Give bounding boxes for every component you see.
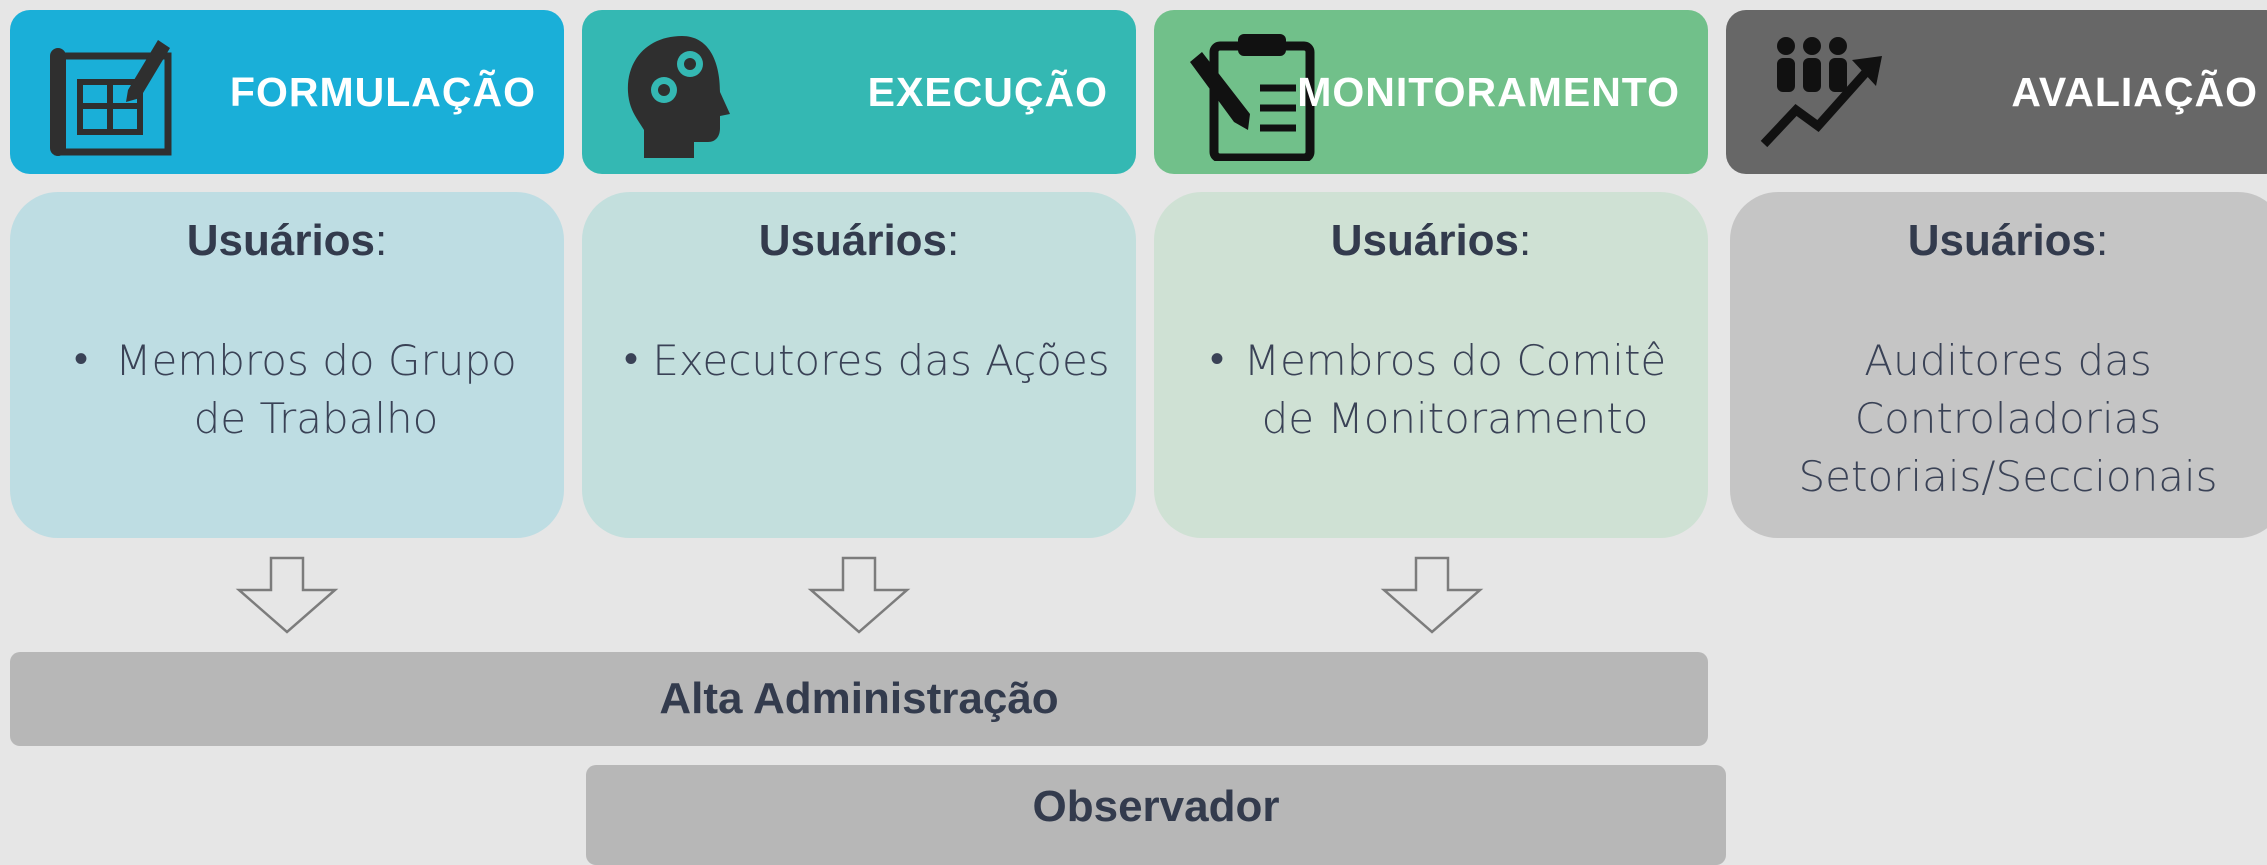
observador-label: Observador [1032,782,1280,831]
header-title: MONITORAMENTO [1297,69,1680,115]
header-monitoramento: MONITORAMENTO [1154,10,1708,174]
alta-administracao-bar: Alta Administração [10,652,1708,746]
users-card-execucao: Usuários: • Executores das Ações [582,192,1136,538]
header-title: FORMULAÇÃO [229,69,536,115]
users-card-formulacao: Usuários: • Membros do Grupo de Trabalho [10,192,564,538]
users-title: Usuários: [1907,216,2109,265]
users-item: • Membros do Grupo de Trabalho [74,336,517,443]
users-title: Usuários: [1330,216,1532,265]
users-card-monitoramento: Usuários: • Membros do Comitê de Monitor… [1154,192,1708,538]
observador-bar: Observador [586,765,1726,865]
header-formulacao: FORMULAÇÃO [10,10,564,174]
down-arrow-icon [235,556,339,634]
users-title: Usuários: [758,216,960,265]
blueprint-pencil-icon [50,40,172,156]
users-item: Auditores das Controladorias Setoriais/S… [1798,336,2218,501]
users-title: Usuários: [186,216,388,265]
users-item: • Membros do Comitê de Monitoramento [1210,336,1667,443]
header-title: EXECUÇÃO [867,69,1108,115]
alta-administracao-label: Alta Administração [659,674,1059,723]
down-arrow-icon [807,556,911,634]
down-arrow-icon [1380,556,1484,634]
users-card-avaliacao: Usuários: Auditores das Controladorias S… [1730,192,2267,538]
header-execucao: EXECUÇÃO [582,10,1136,174]
header-title: AVALIAÇÃO [2011,69,2258,115]
users-item: • Executores das Ações [624,336,1110,385]
head-gears-icon [627,36,730,158]
header-avaliacao: AVALIAÇÃO [1726,10,2267,174]
clipboard-pencil-icon [1190,34,1315,161]
people-growth-chart-icon [1760,37,1882,148]
